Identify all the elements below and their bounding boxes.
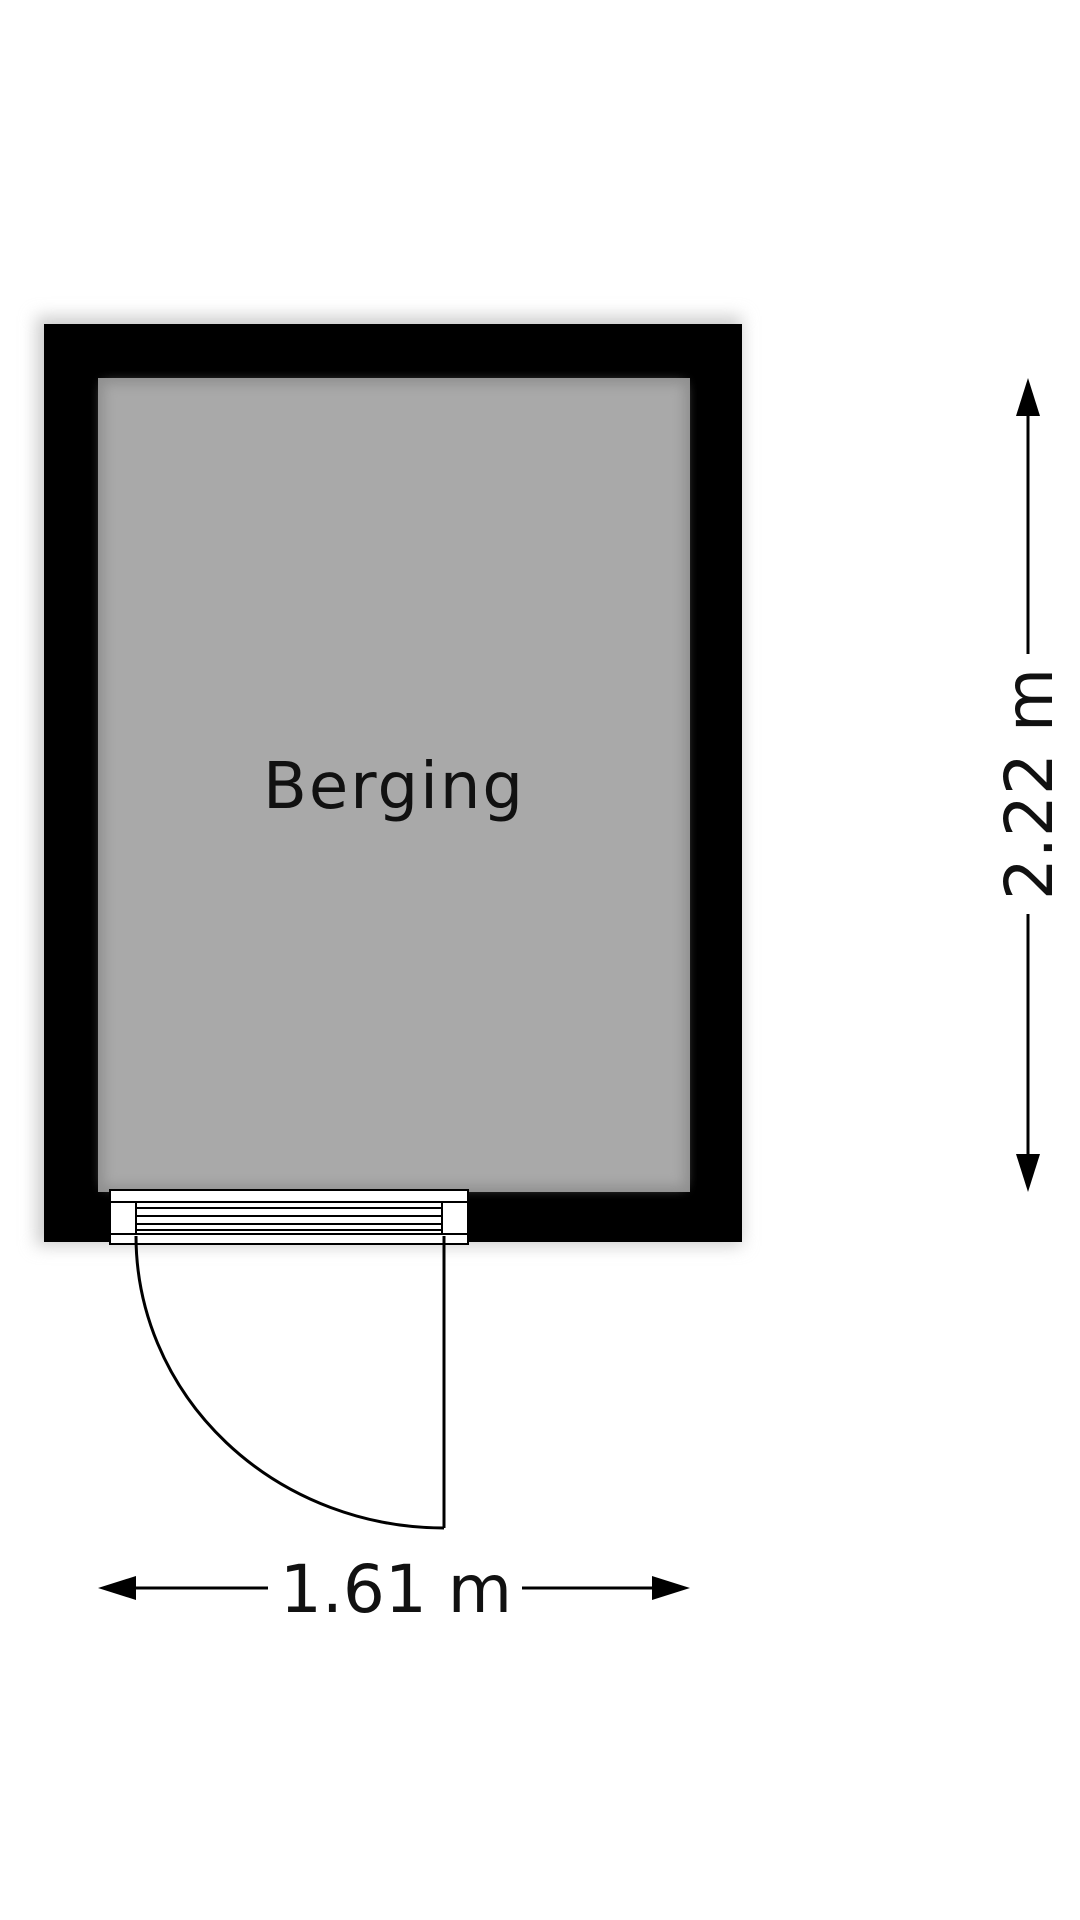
depth-dimension <box>1016 378 1040 1192</box>
width-dimension <box>98 1576 690 1600</box>
door-frame <box>109 1189 469 1245</box>
arrow-up-icon <box>1016 378 1040 416</box>
arrow-down-icon <box>1016 1154 1040 1192</box>
room-floor-inner <box>104 384 684 1186</box>
arrow-left-icon <box>98 1576 136 1600</box>
depth-label: 2.22 m <box>991 668 1068 900</box>
width-label: 1.61 m <box>280 1551 512 1628</box>
arrow-right-icon <box>652 1576 690 1600</box>
door-swing <box>134 1235 446 1530</box>
room-label: Berging <box>263 750 525 824</box>
